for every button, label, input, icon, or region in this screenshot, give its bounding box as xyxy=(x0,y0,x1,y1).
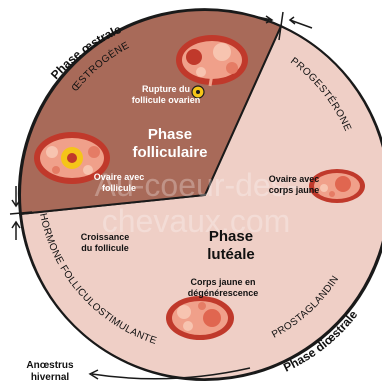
croissance-line1: Croissance xyxy=(81,232,130,242)
watermark-line2: chevaux.com xyxy=(102,203,291,239)
anoestrus-line1: Anœstrus xyxy=(26,360,74,371)
rupture-label-line1: Rupture du xyxy=(142,84,190,94)
anoestrus-line2: hivernal xyxy=(31,372,70,383)
ovaire-follicule-line2: follicule xyxy=(102,183,136,193)
ovaire-corps-line1: Ovaire avec xyxy=(269,174,320,184)
phase-luteale-line1: Phase xyxy=(209,228,253,245)
phase-folliculaire-line1: Phase xyxy=(148,126,192,143)
degenerescence-line1: Corps jaune en xyxy=(190,277,255,287)
ovaire-corps-line2: corps jaune xyxy=(269,185,320,195)
rupture-label-line2: follicule ovarien xyxy=(132,95,201,105)
croissance-line2: du follicule xyxy=(81,243,129,253)
ovary-degenerating-illustration xyxy=(166,296,234,340)
phase-luteale-line2: lutéale xyxy=(207,246,255,263)
ovaire-follicule-line1: Ovaire avec xyxy=(94,172,145,182)
phase-folliculaire-line2: folliculaire xyxy=(132,144,207,161)
degenerescence-line2: dégénérescence xyxy=(188,288,259,298)
